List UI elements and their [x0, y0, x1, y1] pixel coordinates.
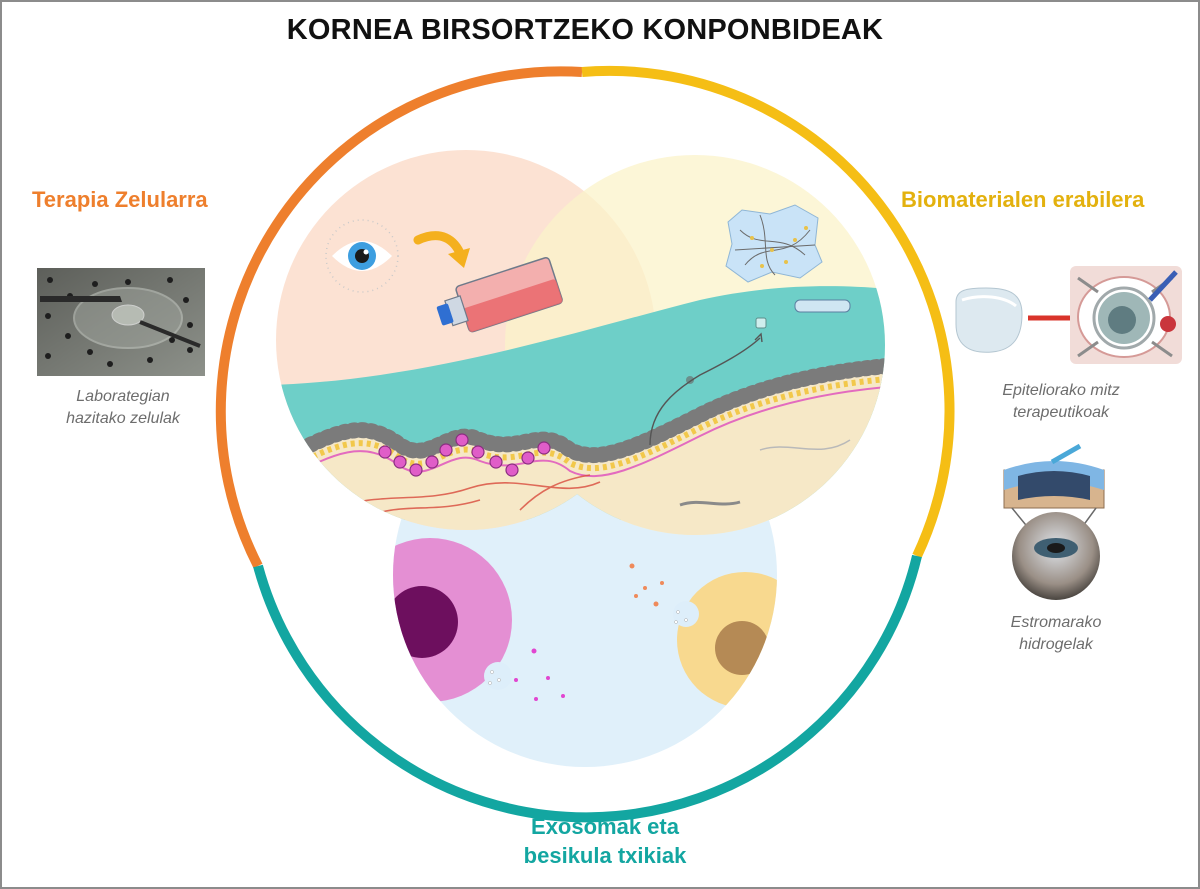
cornea-tissue	[276, 286, 885, 535]
migrating-cells	[686, 299, 851, 384]
page-title: KORNEA BIRSORTZEKO KONPONBIDEAK	[286, 14, 884, 46]
exosomes-heading: Exosomak eta besikula txikiak	[420, 812, 790, 870]
cell-therapy-caption-line2: hazitako zelulak	[66, 410, 180, 427]
cell-therapy-caption-line1: Laborategian	[76, 388, 170, 405]
hydrogel-eye-diagram	[1003, 443, 1105, 600]
biomaterials-caption-lens-line2: terapeutikoak	[1012, 404, 1110, 421]
exosome-particles	[488, 563, 688, 701]
contact-lens-icon	[955, 287, 1023, 353]
exosomes-heading-line1: Exosomak eta	[531, 814, 679, 839]
biomaterials-heading: Biomaterialen erabilera	[901, 187, 1145, 212]
migration-arrow-icon	[649, 337, 761, 446]
eye-icon	[325, 219, 399, 293]
culture-flask-icon	[436, 257, 563, 333]
biomaterials-caption-hydrogel: Estromarako hidrogelak	[960, 612, 1152, 656]
biomaterials-caption-hydrogel-line2: hidrogelak	[1019, 636, 1093, 653]
biomaterials-caption-hydrogel-line1: Estromarako	[1010, 614, 1102, 631]
biomaterials-caption-lens-line1: Epiteliorako mitz	[1002, 382, 1120, 399]
biomaterial-arc	[581, 65, 955, 559]
cell-therapy-caption: Laborategian hazitako zelulak	[30, 386, 216, 430]
eye-surgery-photo	[1070, 266, 1182, 364]
petri-dish-photo	[37, 268, 205, 376]
exosomes-heading-line2: besikula txikiak	[523, 843, 687, 868]
fiber-mesh-icon	[725, 204, 823, 283]
cell-therapy-arc	[215, 66, 583, 569]
exosome-arc	[253, 554, 922, 823]
biomaterials-caption-lens: Epiteliorako mitz terapeutikoak	[964, 380, 1158, 424]
cell-therapy-heading: Terapia Zelularra	[32, 187, 208, 212]
